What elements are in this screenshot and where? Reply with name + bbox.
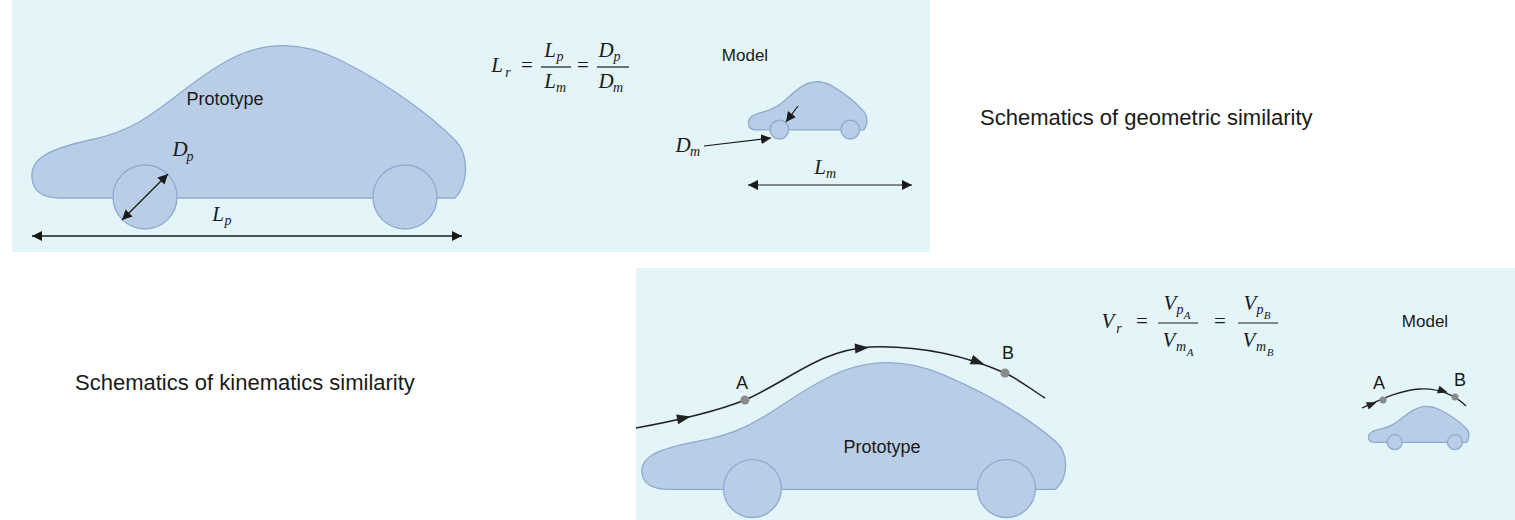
car-label: Prototype (843, 438, 920, 458)
length-dimension (748, 184, 912, 185)
math-subscript: m (556, 80, 566, 95)
panel-background (636, 268, 1515, 520)
point-marker (1452, 394, 1459, 401)
car-wheel (1387, 435, 1402, 450)
panel-background (12, 0, 930, 252)
car-wheel (841, 120, 860, 139)
math-symbol: D (598, 39, 613, 62)
point-marker (1380, 397, 1387, 404)
math-symbol: L (814, 156, 826, 179)
point-label: A (1373, 374, 1385, 394)
car-label: Prototype (186, 90, 263, 110)
car-label: Model (722, 47, 768, 66)
length-dimension (32, 235, 462, 236)
caption-text: Schematics of geometric similarity (980, 106, 1313, 130)
math-subscript: r (505, 65, 510, 80)
flow-arrowhead (970, 355, 987, 369)
math-subscript: A (1184, 309, 1191, 321)
math-symbol: L (212, 203, 224, 226)
math-subscript: m (1256, 339, 1266, 354)
car-label: Model (1402, 313, 1448, 332)
math-subscript: p (1257, 302, 1264, 317)
math-subscript: r (1116, 321, 1121, 336)
math-symbol: V (1163, 329, 1176, 352)
car-wheel (723, 460, 781, 518)
math-symbol: V (1164, 292, 1177, 315)
math-symbol: D (598, 70, 613, 93)
point-marker (1001, 369, 1010, 378)
caption-text: Schematics of kinematics similarity (75, 371, 415, 395)
car-wheel (373, 165, 437, 229)
car-figure: Model (700, 38, 870, 148)
math-operator: = (1136, 310, 1148, 333)
fraction-bar (1238, 322, 1278, 323)
fraction-bar (1158, 322, 1198, 323)
diameter-arrow (786, 106, 798, 122)
car-figure: Prototype (640, 358, 1072, 520)
math-symbol: V (1244, 292, 1257, 315)
car-outline (30, 40, 472, 234)
car-wheel (978, 460, 1036, 518)
math-subscript: B (1264, 309, 1271, 321)
point-label: A (736, 374, 748, 394)
flow-arrowhead (676, 412, 692, 425)
math-symbol: D (675, 134, 690, 157)
flow-arrowhead (855, 343, 870, 354)
math-symbol: L (544, 70, 556, 93)
flow-arrowhead (1437, 386, 1449, 397)
math-operator: = (577, 54, 589, 77)
math-subscript: m (613, 80, 623, 95)
car-figure: Prototype (30, 40, 472, 234)
math-subscript: m (1176, 339, 1186, 354)
math-subscript: p (187, 149, 194, 164)
flow-arrowhead (1366, 398, 1378, 409)
car-wheel (1447, 435, 1462, 450)
math-subscript: B (1267, 346, 1274, 358)
math-subscript: p (1177, 302, 1184, 317)
fraction-bar (597, 66, 629, 67)
fraction-bar (541, 66, 571, 67)
math-operator: = (1214, 310, 1226, 333)
math-subscript: m (690, 144, 700, 159)
math-symbol: L (491, 54, 503, 77)
diameter-arrow (122, 174, 168, 220)
math-operator: = (521, 54, 533, 77)
math-symbol: V (1243, 329, 1256, 352)
math-symbol: D (172, 138, 187, 161)
math-symbol: V (1102, 310, 1115, 333)
math-subscript: A (1187, 346, 1194, 358)
math-subscript: p (225, 213, 232, 228)
point-label: B (1454, 371, 1466, 391)
math-symbol: L (544, 39, 556, 62)
car-wheel (770, 120, 789, 139)
point-marker (741, 396, 750, 405)
car-wheel (113, 165, 177, 229)
diameter-arrow (704, 138, 771, 146)
math-subscript: p (557, 49, 564, 64)
streamline (636, 347, 1045, 428)
math-subscript: m (826, 166, 836, 181)
math-subscript: p (614, 49, 621, 64)
point-label: B (1002, 344, 1014, 364)
